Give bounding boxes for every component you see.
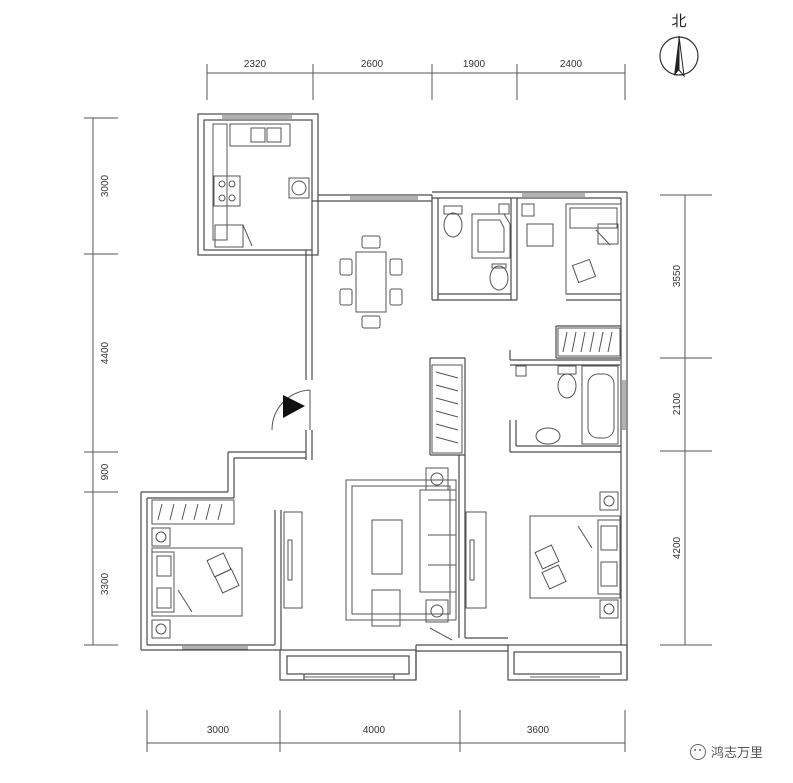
right-bedroom [529, 491, 621, 619]
windows [182, 115, 626, 678]
walls [140, 113, 628, 681]
dim-left-2: 4400 [100, 341, 111, 364]
wardrobe-hangers [151, 327, 621, 525]
wechat-icon [689, 743, 706, 760]
lower-bathroom-fixtures [515, 365, 619, 447]
dim-top-1: 2320 [244, 59, 267, 70]
upper-bathroom-fixtures [443, 203, 511, 291]
dim-top-3: 1900 [463, 59, 486, 70]
kitchen-fixtures [212, 123, 310, 248]
watermark-text: 鸿志万里 [710, 746, 763, 761]
dim-top-4: 2400 [560, 59, 583, 70]
dining-table [339, 235, 403, 329]
dim-right-3: 4200 [672, 536, 683, 559]
north-label: 北 [671, 12, 686, 30]
dim-bottom-1: 3000 [207, 725, 230, 736]
dim-right-1: 3550 [672, 264, 683, 287]
dimension-labels: 2320 2600 1900 2400 3000 4400 900 3300 3… [100, 59, 683, 736]
dim-left-4: 3300 [100, 572, 111, 595]
watermark: 鸿志万里 [689, 742, 763, 761]
dim-left-1: 3000 [100, 174, 111, 197]
dim-bottom-2: 4000 [363, 725, 386, 736]
living-room [283, 467, 487, 641]
dim-right-2: 2100 [672, 392, 683, 415]
dim-top-2: 2600 [361, 59, 384, 70]
dim-left-3: 900 [100, 463, 111, 480]
left-bedroom [151, 527, 243, 639]
upper-right-bedroom [521, 203, 622, 295]
dimension-lines [84, 64, 712, 752]
north-arrow-icon [659, 35, 699, 78]
dim-bottom-3: 3600 [527, 725, 550, 736]
entry-arrow-icon [283, 395, 305, 418]
